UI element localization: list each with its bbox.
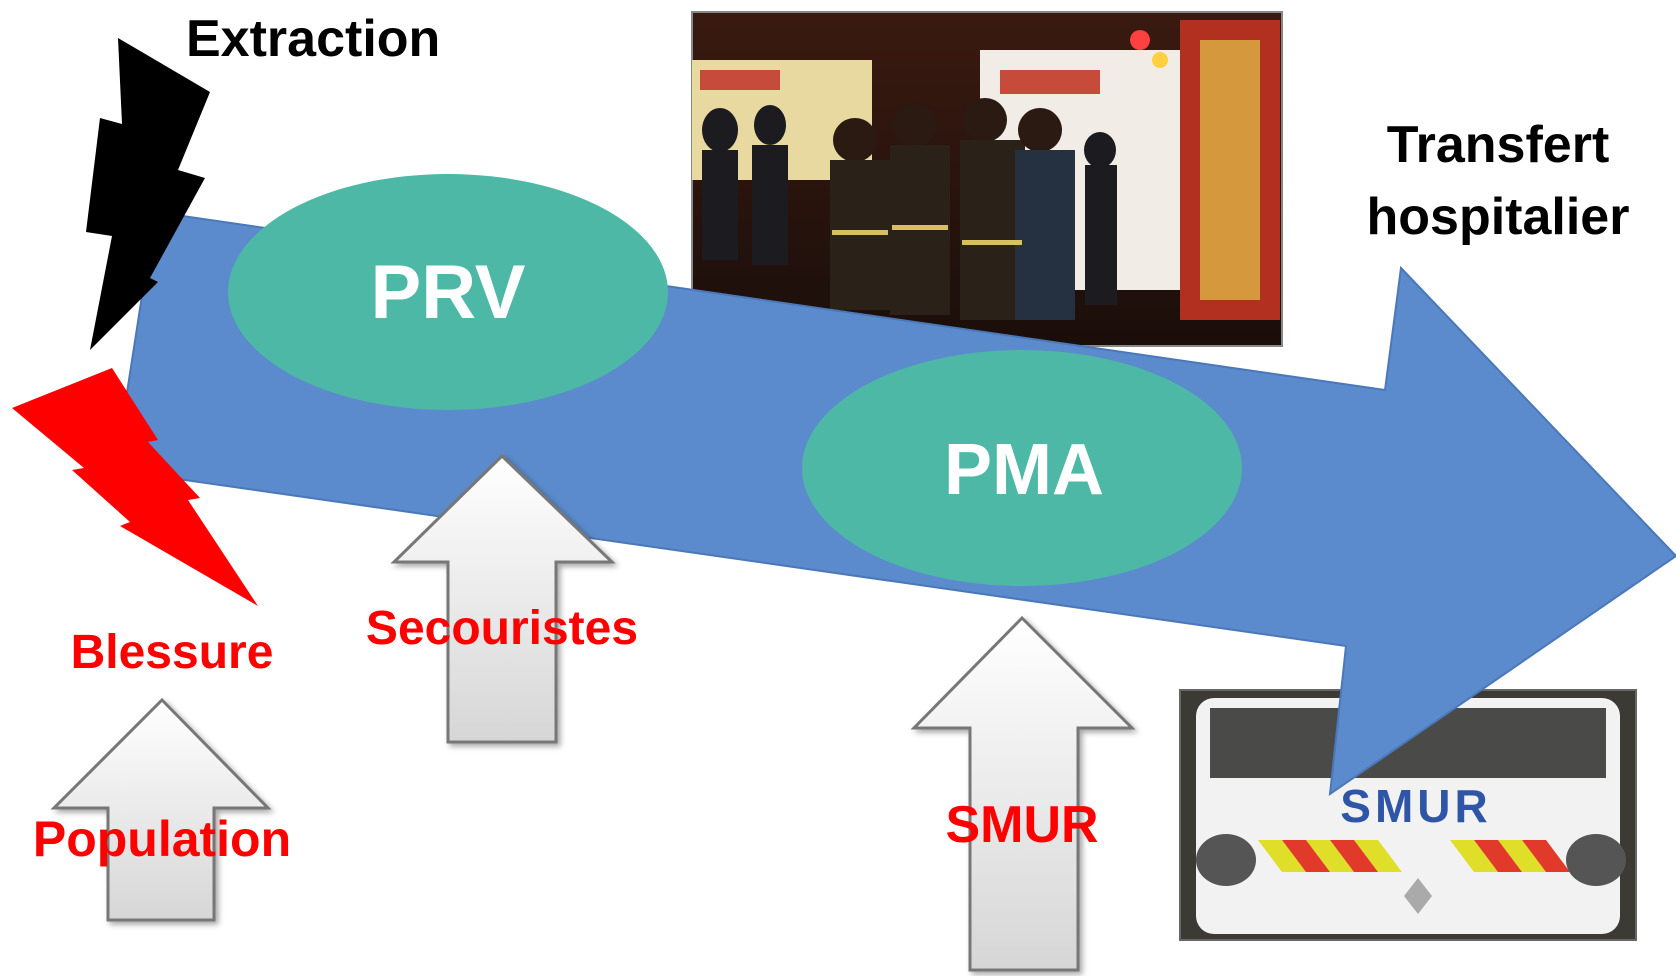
firefighters-photo <box>691 11 1283 347</box>
event-blessure-label: Blessure <box>71 626 274 679</box>
node-prv <box>228 174 668 410</box>
injury-bolt-icon <box>12 368 258 606</box>
input-population-label: Population <box>33 811 291 867</box>
extraction-bolt-icon <box>86 38 210 350</box>
transfer-label-line1: Transfert <box>1387 116 1610 174</box>
extraction-title: Extraction <box>186 10 440 68</box>
node-pma-label: PMA <box>944 430 1104 510</box>
input-secouristes-label: Secouristes <box>366 602 638 655</box>
ambulance-photo: SMUR <box>1179 689 1637 941</box>
input-smur-label: SMUR <box>945 796 1098 854</box>
secouristes-arrow <box>390 453 616 744</box>
node-pma <box>802 350 1242 586</box>
transfer-label-line2: hospitalier <box>1367 188 1630 246</box>
population-arrow <box>50 697 272 922</box>
node-prv-label: PRV <box>371 250 526 335</box>
ambulance-smur-text: SMUR <box>1340 780 1491 832</box>
smur-arrow <box>910 615 1136 972</box>
